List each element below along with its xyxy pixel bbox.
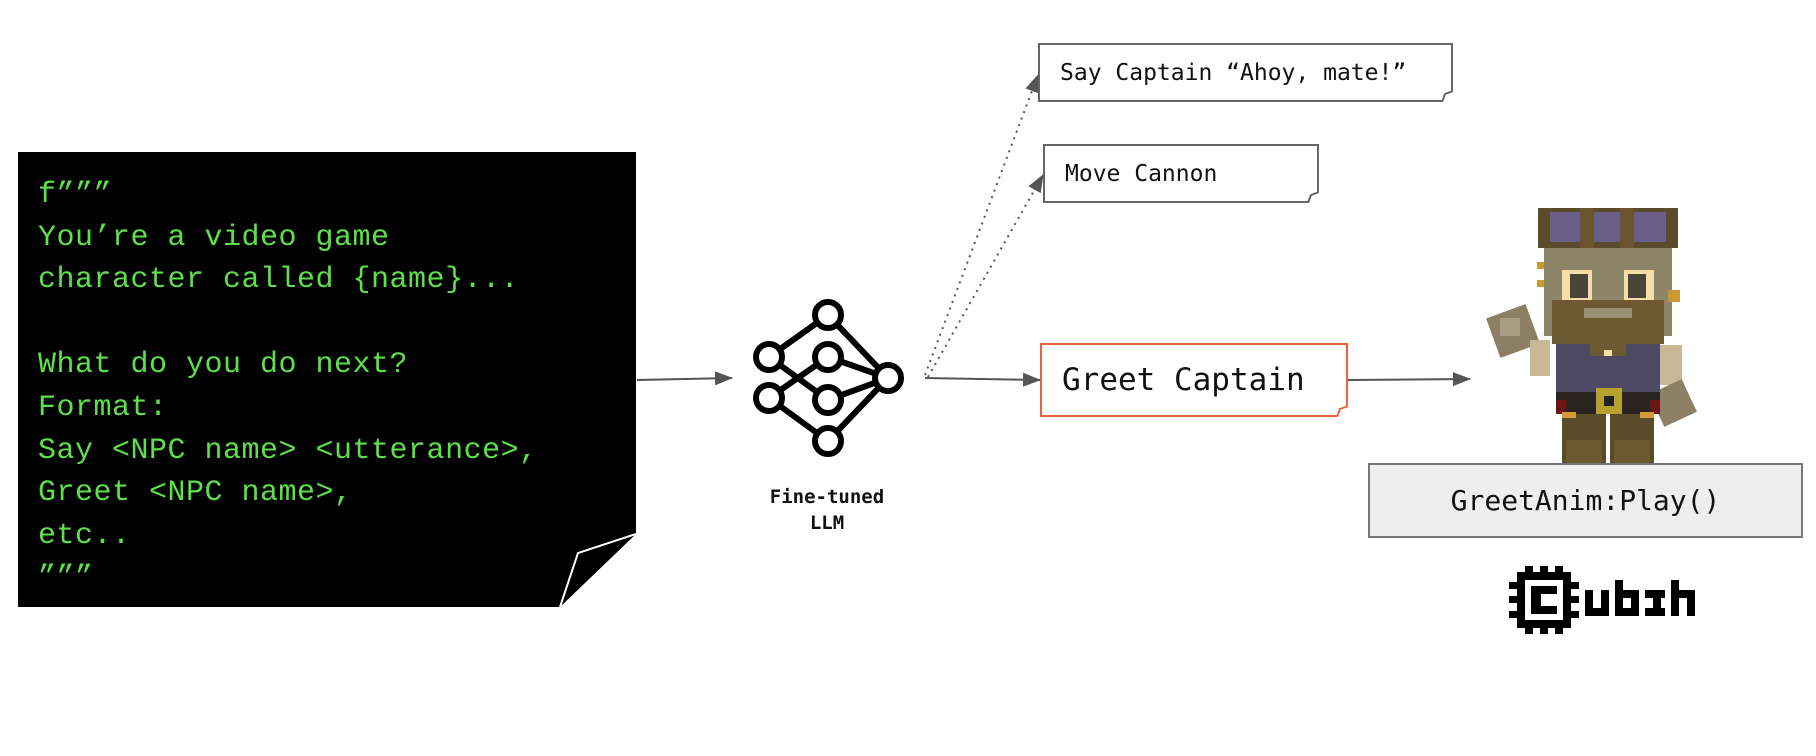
action-label: Greet Captain [1062,362,1305,398]
fold-corner-icon [1441,90,1453,102]
arrow-llm-to-say [924,74,1039,376]
action-label: Say Captain “Ahoy, mate!” [1060,59,1407,86]
arrow-prompt-to-llm [636,371,733,386]
llm-label: Fine-tuned LLM [769,486,885,534]
cubzh-logo-icon [1509,566,1695,634]
arrow-greet-to-character [1347,372,1471,387]
pirate-character-illustration [1486,208,1697,464]
neural-network-icon [753,299,904,457]
fold-corner-icon [1336,405,1348,417]
action-note-say: Say Captain “Ahoy, mate!” [1038,43,1453,102]
animation-call-text: GreetAnim:Play() [1450,484,1721,517]
prompt-card: f””” You’re a video game character calle… [18,152,636,607]
arrow-llm-to-move [927,174,1044,378]
prompt-text: f””” You’re a video game character calle… [38,178,538,596]
animation-call-box: GreetAnim:Play() [1368,463,1803,538]
action-note-move: Move Cannon [1043,144,1319,203]
arrow-llm-to-greet [924,372,1041,387]
prompt-card-background [18,152,636,607]
fold-corner-icon [1307,191,1319,203]
action-label: Move Cannon [1065,160,1218,187]
action-note-greet-selected: Greet Captain [1040,343,1348,417]
